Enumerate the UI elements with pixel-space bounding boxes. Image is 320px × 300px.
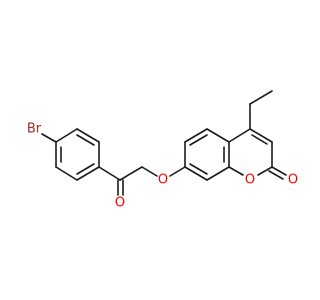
lactone-carbonyl-bond	[268, 170, 284, 180]
bromine-label: Br	[27, 122, 42, 137]
c3-c4-double-bond	[251, 134, 268, 145]
structure-canvas: Br O O O O	[27, 90, 298, 211]
ether-aryl-bond	[169, 166, 186, 177]
aromatic-inner-bond	[76, 134, 95, 146]
bond	[206, 128, 230, 143]
ether-oxygen-label: O	[158, 173, 168, 188]
methylene-ether-bond	[141, 166, 158, 177]
aryl-carbonyl-bond	[98, 166, 121, 181]
bond	[184, 128, 208, 143]
aromatic-inner-bond	[189, 163, 208, 175]
molecule-structure: Br O O O O	[27, 90, 298, 211]
bromophenyl-ring	[55, 128, 100, 181]
bond	[206, 166, 230, 181]
bond	[55, 128, 78, 143]
lactone-carbonyl-bond	[271, 166, 287, 176]
aromatic-inner-bond	[76, 163, 95, 175]
bond	[228, 166, 244, 176]
bond	[76, 128, 100, 143]
ethyl-bond	[249, 90, 273, 105]
ketone-oxygen-label: O	[115, 196, 125, 211]
aromatic-inner-bond	[189, 134, 208, 146]
carbonyl-oxygen-label: O	[288, 173, 298, 188]
ring-oxygen-label: O	[245, 173, 255, 188]
carbonyl-methylene-bond	[119, 166, 143, 181]
bond	[184, 166, 208, 181]
bond	[249, 128, 273, 143]
bond	[76, 166, 100, 181]
bond	[228, 128, 251, 143]
bond	[257, 166, 273, 176]
benzo-ring	[184, 128, 230, 181]
pyrone-ring	[228, 128, 273, 176]
bond	[55, 166, 78, 181]
c-br-bond	[41, 133, 57, 143]
